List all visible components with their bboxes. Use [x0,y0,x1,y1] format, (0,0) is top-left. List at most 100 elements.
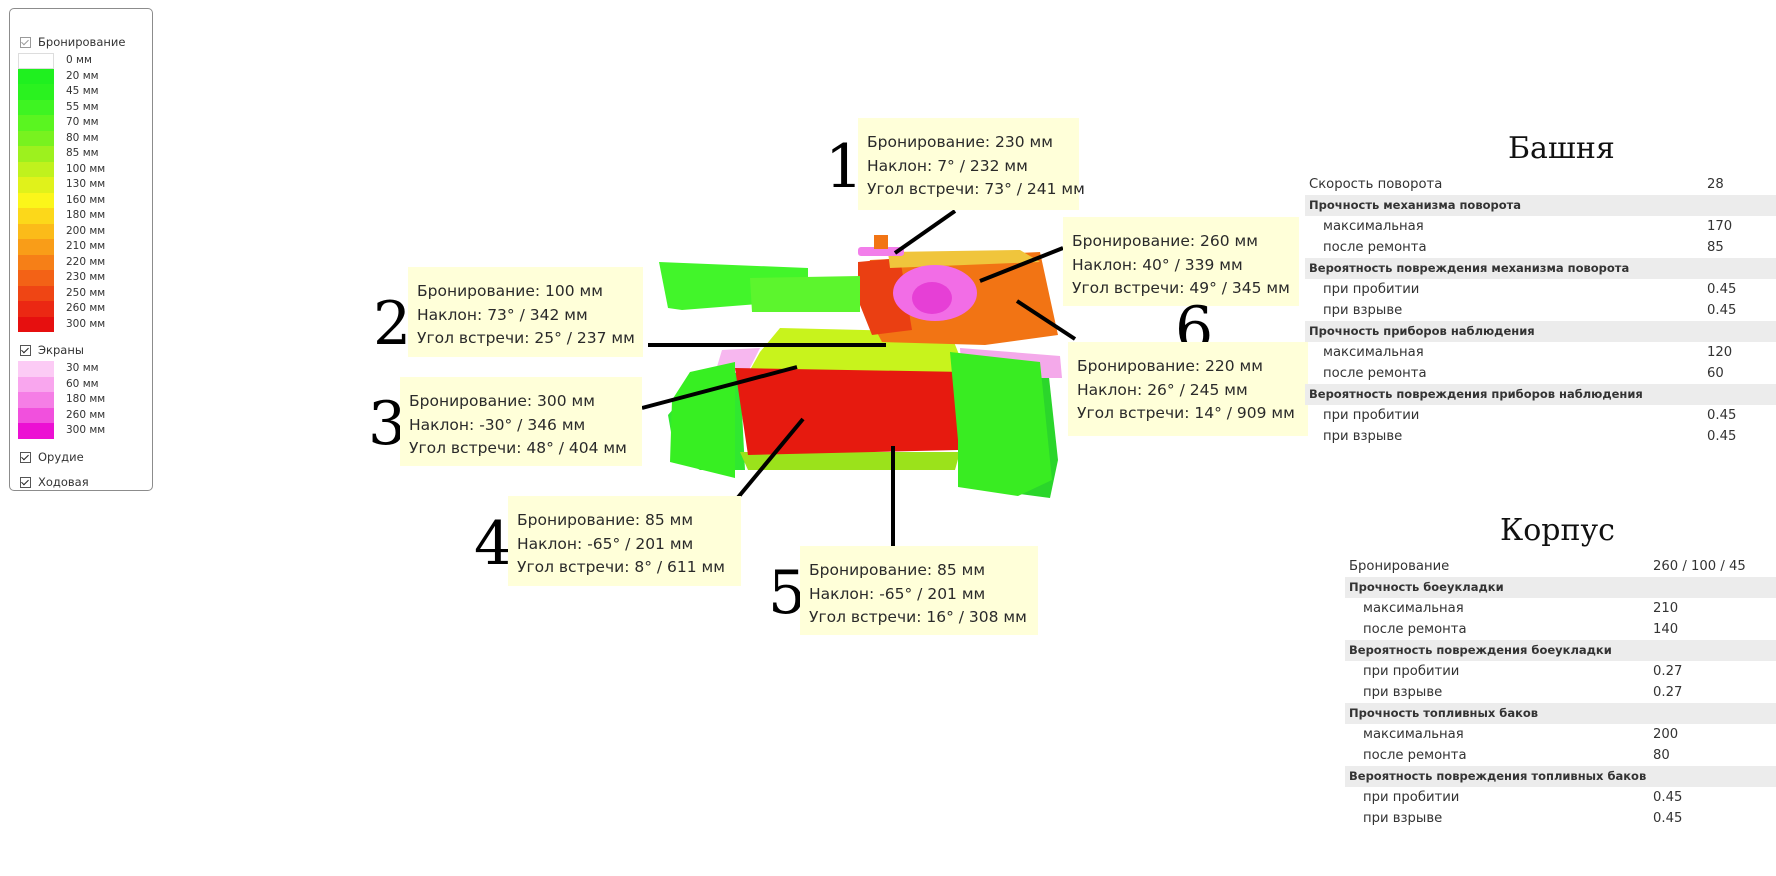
stats-label: Вероятность повреждения приборов наблюде… [1309,387,1643,401]
callout-5-armor: Бронирование: 85 мм [809,561,986,579]
callout-number-3: 3 [368,389,407,459]
legend-level: 180 мм [18,392,105,408]
gun-toggle[interactable]: Орудие [20,448,84,466]
legend-level-label: 60 мм [66,377,99,390]
legend-level-label: 30 мм [66,362,99,374]
legend-level-label: 260 мм [66,408,106,421]
turret-left-cheek [858,258,912,335]
stats-row: при пробитии 0.45 [1305,279,1776,300]
stats-label: после ремонта [1323,366,1427,381]
leader-line-1 [893,209,957,255]
cupola-hatch [874,235,888,249]
stats-row: максимальная 200 [1345,724,1776,745]
armor-toggle-label: Бронирование [38,35,126,49]
stats-value: 0.27 [1653,664,1683,679]
legend-level: 20 мм [18,68,99,84]
legend-swatch [18,53,54,69]
legend-swatch [18,285,54,301]
stats-value: 0.45 [1707,282,1737,297]
callout-3-slope: Наклон: -30° / 346 мм [409,415,586,434]
stats-section-header: Прочность боеукладки [1345,577,1776,598]
stats-label: при пробитии [1323,282,1420,297]
stats-label: после ремонта [1323,240,1427,255]
legend-level-label: 300 мм [66,317,106,330]
stats-label: Прочность приборов наблюдения [1309,324,1535,338]
callout-info-2: Бронирование: 100 мм Наклон: 73° / 342 м… [408,267,643,357]
stats-value: 85 [1707,240,1724,255]
tracks-toggle[interactable]: Ходовая [20,473,89,491]
tracks-toggle-label: Ходовая [38,475,89,489]
stats-label: Скорость поворота [1309,177,1443,192]
stats-section-header: Вероятность повреждения топливных баков [1345,766,1776,787]
stats-section-header: Прочность топливных баков [1345,703,1776,724]
stats-label: при взрыве [1323,429,1403,444]
leader-line-3 [641,365,798,410]
stats-label: после ремонта [1363,622,1467,637]
legend-swatch [18,192,54,208]
stats-value: 200 [1653,727,1679,742]
stats-label: при пробитии [1323,408,1420,423]
callout-info-6: Бронирование: 260 мм Наклон: 40° / 339 м… [1063,217,1299,306]
legend-level: 260 мм [18,301,105,317]
armor-checkbox[interactable] [20,36,31,48]
stats-section-header: Вероятность повреждения боеукладки [1345,640,1776,661]
stats-section-header: Прочность механизма поворота [1305,195,1776,216]
stats-value: 120 [1707,345,1733,360]
legend-swatch [18,407,54,423]
stats-row: Скорость поворота 28 [1305,174,1776,195]
legend-level-label: 260 мм [66,302,106,314]
legend-swatch [18,146,54,162]
stats-label: Вероятность повреждения механизма поворо… [1309,261,1630,275]
callout-3-armor: Бронирование: 300 мм [409,392,595,410]
stats-label: Прочность механизма поворота [1309,198,1522,212]
callout-7-angle: Угол встречи: 14° / 909 мм [1077,404,1295,422]
leader-line-6a [979,246,1064,283]
stats-label: при взрыве [1323,303,1403,318]
right-front-track [950,352,1052,496]
callout-7-slope: Наклон: 26° / 245 мм [1077,380,1248,399]
stats-label: Прочность топливных баков [1349,706,1539,720]
legend-level: 60 мм [18,376,99,392]
leader-lines [641,209,1077,552]
stats-label: Вероятность повреждения топливных баков [1349,769,1647,783]
tracks-checkbox[interactable] [20,476,31,488]
turret-title: Башня [1508,131,1615,166]
legend-swatch [18,254,54,270]
armor-toggle[interactable]: Бронирование [20,33,125,51]
stats-label: при пробитии [1363,790,1460,805]
legend-level-label: 80 мм [66,131,99,144]
legend-level: 220 мм [18,254,105,270]
legend-level-label: 55 мм [66,100,99,113]
commander-cupola [858,247,904,256]
legend-swatch [18,301,54,317]
callout-6-angle: Угол встречи: 49° / 345 мм [1072,279,1290,297]
screens-checkbox[interactable] [20,344,31,356]
stats-label: максимальная [1363,727,1464,742]
legend-level: 200 мм [18,223,105,239]
callout-info-4: Бронирование: 85 мм Наклон: -65° / 201 м… [508,496,741,586]
stats-value: 0.45 [1707,408,1737,423]
gun-checkbox[interactable] [20,451,31,463]
legend-level-label: 180 мм [66,209,106,221]
stats-value: 28 [1707,177,1724,192]
screens-toggle[interactable]: Экраны [20,341,84,359]
hull-title: Корпус [1500,513,1615,548]
legend-level: 300 мм [18,423,105,439]
gun-toggle-label: Орудие [38,450,84,464]
legend-level-label: 45 мм [66,85,99,97]
legend-swatch [18,423,54,439]
stats-label: Прочность боеукладки [1349,580,1504,594]
legend-level: 260 мм [18,407,105,423]
gun-barrel-base [750,276,860,312]
callout-3-angle: Угол встречи: 48° / 404 мм [409,439,627,457]
turret-roof [888,250,1040,268]
callout-info-5: Бронирование: 85 мм Наклон: -65° / 201 м… [800,546,1038,635]
legend-level-label: 85 мм [66,147,99,159]
